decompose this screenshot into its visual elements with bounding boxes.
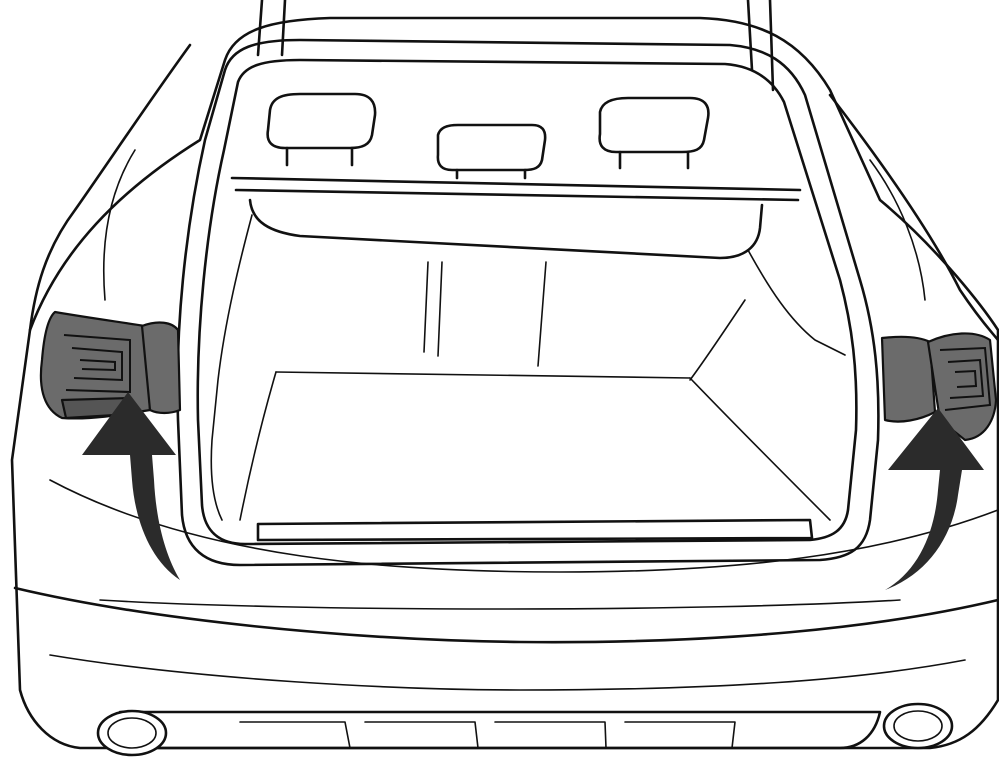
left-exhaust-tip <box>98 711 166 755</box>
right-tailgate-lamp <box>882 337 935 422</box>
right-exhaust-tip <box>884 704 952 748</box>
